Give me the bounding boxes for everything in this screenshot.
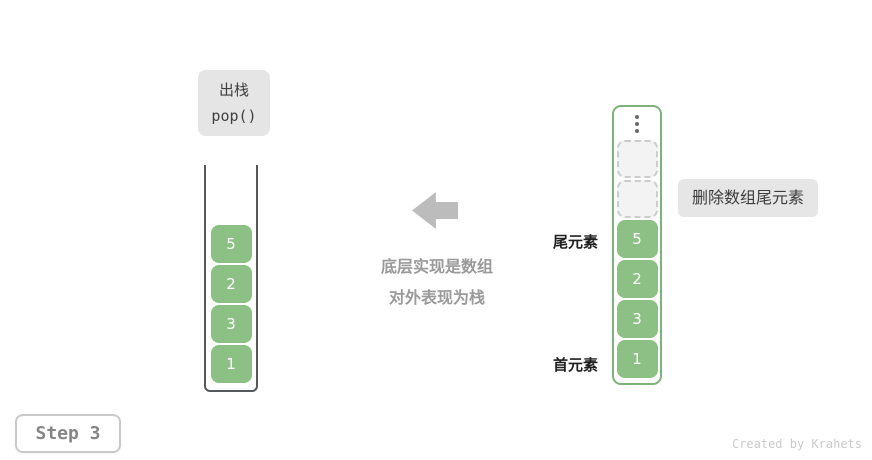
pop-label-code: pop()	[211, 107, 257, 125]
tail-element-label: 尾元素	[552, 233, 598, 251]
array-cell: 2	[616, 260, 658, 298]
stack-container: 5 2 3 1	[204, 165, 258, 392]
pop-operation-label: 出栈 pop()	[198, 70, 270, 136]
implementation-caption: 底层实现是数组 对外表现为栈	[347, 251, 527, 313]
stack-cell: 1	[210, 345, 252, 383]
vertical-ellipsis-icon	[635, 110, 639, 138]
stack-cell: 3	[210, 305, 252, 343]
array-container: 5 2 3 1	[612, 105, 662, 385]
caption-line-2: 对外表现为栈	[388, 288, 485, 307]
array-empty-cell	[616, 140, 658, 178]
head-element-label: 首元素	[552, 356, 598, 374]
step-badge: Step 3	[15, 414, 121, 453]
stack-cell: 2	[210, 265, 252, 303]
array-cell: 5	[616, 220, 658, 258]
delete-tail-annotation: 删除数组尾元素	[678, 179, 819, 217]
caption-line-1: 底层实现是数组	[380, 257, 493, 276]
array-empty-cell	[616, 180, 658, 218]
pop-label-chinese: 出栈	[218, 81, 249, 99]
array-cell: 3	[616, 300, 658, 338]
stack-cell: 5	[210, 225, 252, 263]
array-cell: 1	[616, 340, 658, 378]
credit-text: Created by Krahets	[731, 437, 862, 451]
arrow-left-icon	[412, 192, 458, 229]
